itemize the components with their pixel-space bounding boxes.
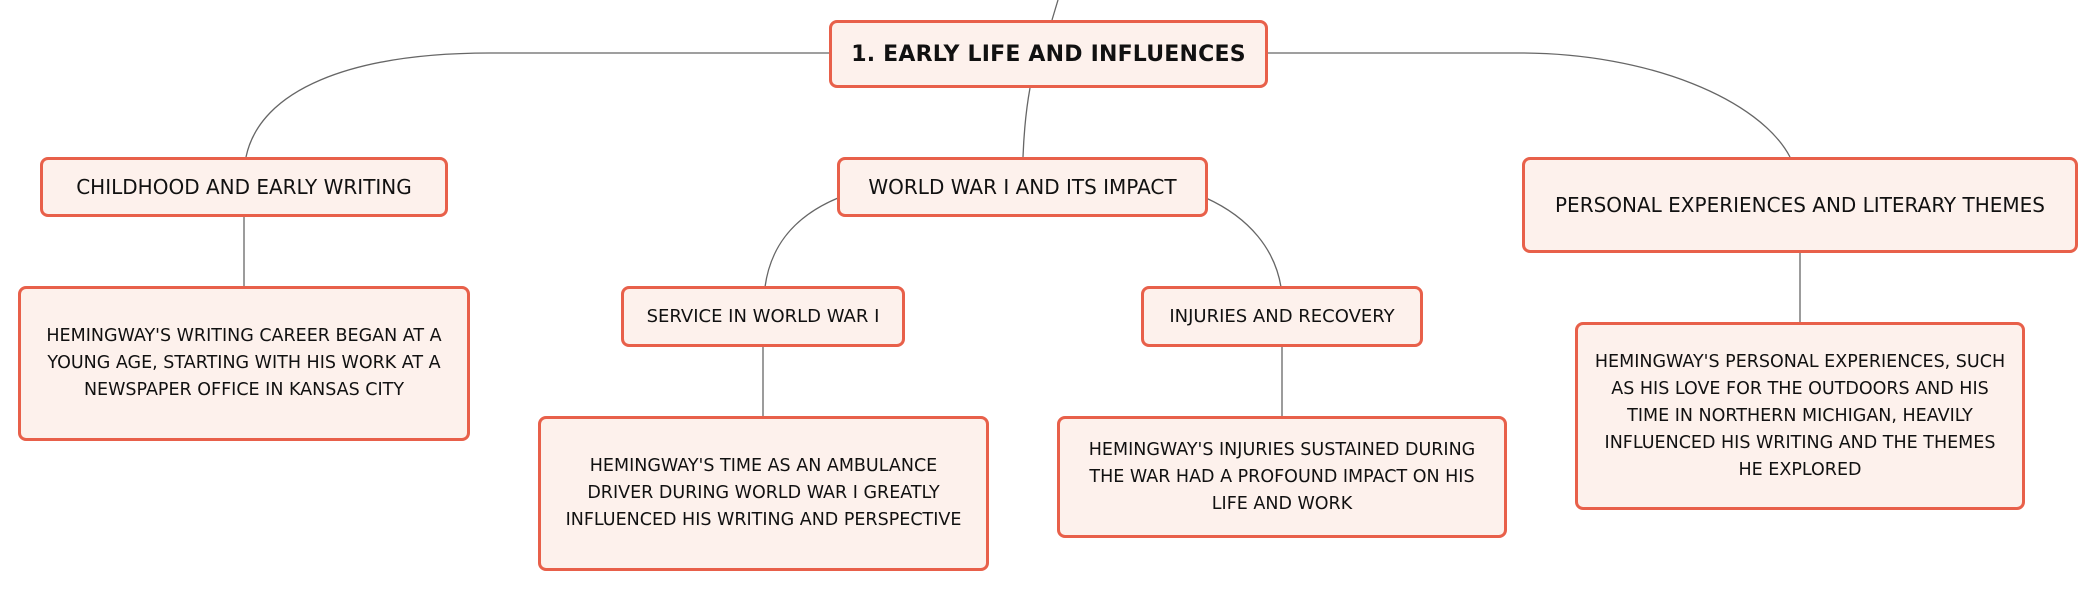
- detail-injuries-text: HEMINGWAY'S INJURIES SUSTAINED DURING TH…: [1088, 439, 1476, 514]
- connector-ww1-to-service: [764, 197, 839, 288]
- topic-service-label: SERVICE IN WORLD WAR I: [646, 306, 880, 327]
- detail-injuries[interactable]: HEMINGWAY'S INJURIES SUSTAINED DURING TH…: [1057, 416, 1507, 538]
- topic-personal-experiences-label: PERSONAL EXPERIENCES AND LITERARY THEMES: [1555, 193, 2045, 217]
- topic-service-in-world-war-i[interactable]: SERVICE IN WORLD WAR I: [621, 286, 905, 347]
- detail-childhood-text: HEMINGWAY'S WRITING CAREER BEGAN AT A YO…: [46, 326, 442, 400]
- detail-personal-text: HEMINGWAY'S PERSONAL EXPERIENCES, SUCH A…: [1594, 351, 2006, 480]
- topic-injuries-and-recovery[interactable]: INJURIES AND RECOVERY: [1141, 286, 1423, 347]
- topic-injuries-label: INJURIES AND RECOVERY: [1169, 306, 1395, 327]
- topic-personal-experiences[interactable]: PERSONAL EXPERIENCES AND LITERARY THEMES: [1522, 157, 2078, 253]
- topic-world-war-i[interactable]: WORLD WAR I AND ITS IMPACT: [837, 157, 1208, 217]
- root-topic[interactable]: 1. EARLY LIFE AND INFLUENCES: [829, 20, 1268, 88]
- detail-service-text: HEMINGWAY'S TIME AS AN AMBULANCE DRIVER …: [565, 456, 962, 530]
- connector-ww1-to-injuries: [1205, 197, 1282, 288]
- root-topic-label: 1. EARLY LIFE AND INFLUENCES: [851, 41, 1246, 67]
- connector-parent-to-root: [1051, 0, 1059, 21]
- connector-root-to-personal: [1267, 52, 1791, 158]
- connector-root-to-childhood: [245, 52, 830, 158]
- topic-childhood[interactable]: CHILDHOOD AND EARLY WRITING: [40, 157, 448, 217]
- connector-root-to-ww1: [1022, 87, 1031, 158]
- detail-childhood[interactable]: HEMINGWAY'S WRITING CAREER BEGAN AT A YO…: [18, 286, 470, 441]
- detail-service[interactable]: HEMINGWAY'S TIME AS AN AMBULANCE DRIVER …: [538, 416, 989, 571]
- topic-childhood-label: CHILDHOOD AND EARLY WRITING: [76, 175, 412, 199]
- detail-personal[interactable]: HEMINGWAY'S PERSONAL EXPERIENCES, SUCH A…: [1575, 322, 2025, 510]
- topic-world-war-i-label: WORLD WAR I AND ITS IMPACT: [868, 175, 1177, 199]
